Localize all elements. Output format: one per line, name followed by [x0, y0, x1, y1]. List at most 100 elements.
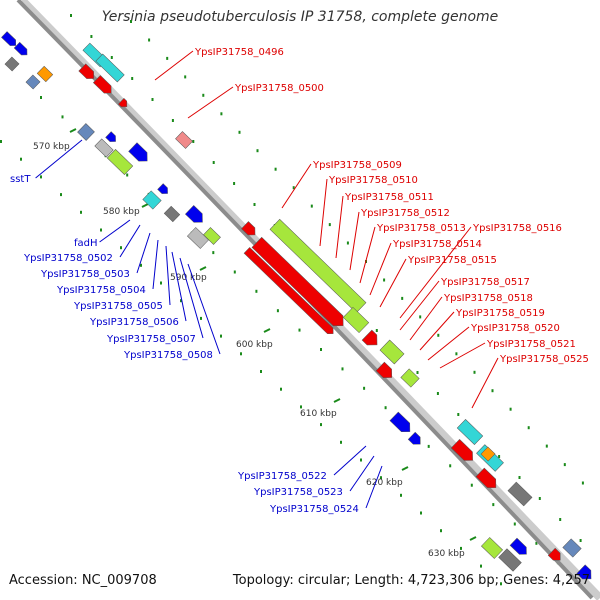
- grid-dot: [180, 299, 182, 303]
- grid-dot: [0, 140, 2, 143]
- grid-dot: [363, 386, 366, 390]
- cyan-gene-shape: [456, 418, 484, 446]
- blue-gene-shape: [509, 537, 527, 555]
- red-gene-shape: [547, 547, 561, 561]
- blue-gene: [576, 564, 592, 580]
- red-gene: [117, 97, 128, 108]
- lime-gene: [400, 368, 420, 388]
- grid-dot: [581, 481, 584, 485]
- grid-dot: [148, 38, 151, 42]
- forward-leader-line: [369, 242, 392, 296]
- blue-gene-shape: [13, 41, 28, 56]
- grid-dot: [498, 455, 501, 458]
- grid-dot: [233, 182, 236, 185]
- forward-gene-label: YpsIP31758_0514: [392, 239, 482, 250]
- grid-dot: [436, 392, 439, 395]
- reverse-gene-label: YpsIP31758_0524: [269, 504, 359, 515]
- grid-dot: [166, 56, 169, 60]
- grid-dot: [70, 14, 72, 17]
- scale-tick: [141, 203, 149, 208]
- forward-leader-line: [154, 50, 194, 81]
- grid-dot: [253, 203, 256, 206]
- reverse-gene-label: YpsIP31758_0523: [253, 487, 343, 498]
- lime-gene-shape: [481, 537, 503, 559]
- forward-gene-label: YpsIP31758_0516: [472, 223, 562, 234]
- grid-dot: [212, 161, 215, 164]
- blue-gene-shape: [389, 411, 411, 433]
- pink-gene-shape: [175, 131, 193, 149]
- scale-tick: [69, 128, 77, 133]
- lime-gene: [481, 537, 503, 559]
- red-gene-large-shape: [243, 247, 334, 335]
- lime-gene-shape: [106, 148, 134, 176]
- grid-dot: [440, 529, 442, 533]
- lime-gene: [203, 227, 221, 245]
- grid-dot: [383, 278, 386, 282]
- orange-gene-shape: [36, 65, 54, 83]
- forward-leader-line: [319, 178, 328, 247]
- grid-dot: [380, 476, 382, 480]
- blue-gene: [509, 537, 527, 555]
- forward-leader-line: [471, 357, 499, 409]
- blue-gene: [407, 431, 421, 445]
- grid-dot: [40, 175, 42, 179]
- reverse-leader-line: [187, 263, 221, 355]
- grid-dot: [61, 115, 64, 119]
- lime-gene-large-shape: [269, 218, 367, 314]
- forward-gene-label: YpsIP31758_0525: [499, 354, 589, 365]
- grid-dot: [400, 493, 402, 497]
- forward-leader-line: [349, 211, 360, 271]
- grid-dot: [80, 210, 82, 214]
- forward-leader-line: [427, 326, 470, 361]
- reverse-leader-line: [333, 445, 367, 476]
- blue-gene: [1, 31, 17, 46]
- blue-gene-shape: [105, 131, 116, 142]
- blue-gene: [128, 142, 148, 162]
- grid-dot: [470, 483, 473, 487]
- grid-dot: [375, 329, 378, 332]
- grid-dot: [292, 186, 295, 190]
- genome-title: Yersinia pseudotuberculosis IP 31758, co…: [101, 9, 499, 25]
- reverse-gene-label: YpsIP31758_0502: [23, 253, 113, 264]
- blue-gene: [157, 183, 168, 194]
- red-gene: [361, 329, 378, 346]
- grid-dot: [200, 316, 202, 320]
- grid-dot: [527, 426, 530, 430]
- blue-gene: [13, 41, 28, 56]
- red-gene-large: [251, 236, 344, 327]
- red-gene: [450, 438, 473, 461]
- scale-tick-label: 610 kbp: [300, 409, 337, 419]
- grid-dot: [320, 423, 322, 427]
- grid-dot: [341, 367, 344, 371]
- grid-dot: [545, 444, 548, 448]
- grey-gene: [187, 227, 209, 249]
- grid-dot: [449, 464, 452, 468]
- grid-dot: [509, 407, 512, 411]
- grid-dot: [171, 119, 174, 122]
- reverse-gene-label: YpsIP31758_0522: [237, 471, 327, 482]
- grid-dot: [310, 204, 313, 208]
- forward-leader-line: [439, 342, 486, 369]
- steel-gene: [25, 74, 41, 90]
- reverse-leader-line: [35, 139, 83, 179]
- grid-dot: [320, 348, 322, 351]
- grid-dot: [131, 77, 134, 80]
- grid-dot: [20, 157, 22, 161]
- cyan-gene: [142, 190, 162, 210]
- grey-gene: [4, 56, 20, 72]
- forward-leader-line: [379, 258, 407, 308]
- grid-dot: [100, 228, 102, 232]
- grid-dot: [130, 20, 132, 23]
- blue-gene: [185, 205, 203, 223]
- grid-dot: [427, 444, 430, 448]
- grid-dot: [328, 223, 331, 227]
- accession-text: Accession: NC_009708: [9, 573, 157, 588]
- grid-dot: [192, 140, 195, 143]
- grid-dot: [298, 328, 301, 332]
- grid-dot: [280, 387, 282, 391]
- grid-dot: [212, 251, 215, 255]
- reverse-gene-label: YpsIP31758_0508: [123, 350, 213, 361]
- gene-features: [1, 31, 592, 580]
- orange-gene: [480, 446, 496, 462]
- reverse-gene-label: YpsIP31758_0506: [89, 317, 179, 328]
